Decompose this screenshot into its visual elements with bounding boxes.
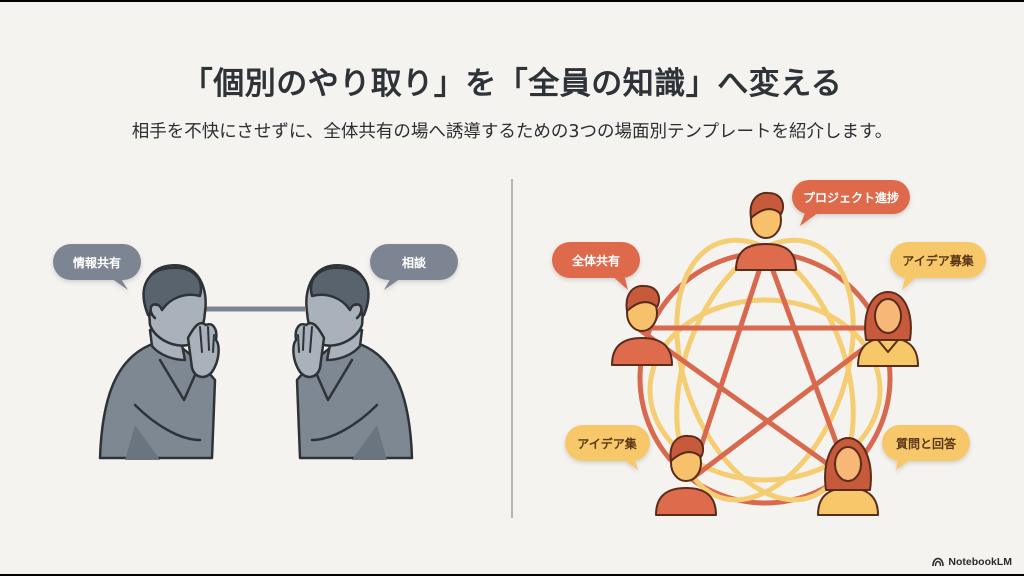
network-ring-yellow-2 bbox=[674, 237, 856, 503]
bubble-project-progress bbox=[792, 180, 910, 226]
bubble-all-share bbox=[552, 242, 640, 290]
bubble-info-share bbox=[53, 244, 141, 290]
bubble-idea-call bbox=[890, 242, 986, 290]
bubble-qa bbox=[882, 425, 970, 470]
slide-title: 「個別のやり取り」を「全員の知識」へ変える bbox=[181, 66, 843, 102]
bubble-idea-collection bbox=[565, 425, 650, 470]
person-top-man bbox=[735, 191, 797, 271]
bubble-label: アイデア募集 bbox=[902, 253, 974, 268]
bubble-label: 質問と回答 bbox=[896, 436, 957, 451]
bubble-label: 全体共有 bbox=[571, 253, 620, 268]
person-right-woman bbox=[857, 291, 919, 367]
network-ring-yellow-3 bbox=[674, 237, 856, 503]
brand-label: NotebookLM bbox=[948, 556, 1012, 568]
panel-divider bbox=[511, 179, 513, 518]
bubble-label: プロジェクト進捗 bbox=[803, 190, 899, 205]
bubble-consult bbox=[370, 244, 458, 290]
person-bottom-right-woman bbox=[817, 437, 879, 516]
bubble-label: 相談 bbox=[402, 255, 427, 270]
notebooklm-logo-icon bbox=[932, 557, 945, 567]
slide-subtitle: 相手を不快にさせずに、全体共有の場へ誘導するための3つの場面別テンプレートを紹介… bbox=[131, 122, 893, 142]
bubble-label: 情報共有 bbox=[73, 255, 121, 270]
person-whisper-left bbox=[98, 264, 220, 460]
brand-watermark: NotebookLM bbox=[932, 556, 1012, 568]
network-ring-yellow-1 bbox=[647, 297, 883, 483]
left-panel: 情報共有 相談 bbox=[53, 244, 458, 460]
person-left-man bbox=[611, 284, 673, 366]
right-panel: プロジェクト進捗 全体共有 アイデア募集 アイデア集 質問と回答 bbox=[552, 180, 986, 516]
bubble-label: アイデア集 bbox=[577, 436, 637, 451]
person-whisper-right bbox=[292, 264, 414, 460]
person-bottom-left-man bbox=[655, 434, 717, 516]
